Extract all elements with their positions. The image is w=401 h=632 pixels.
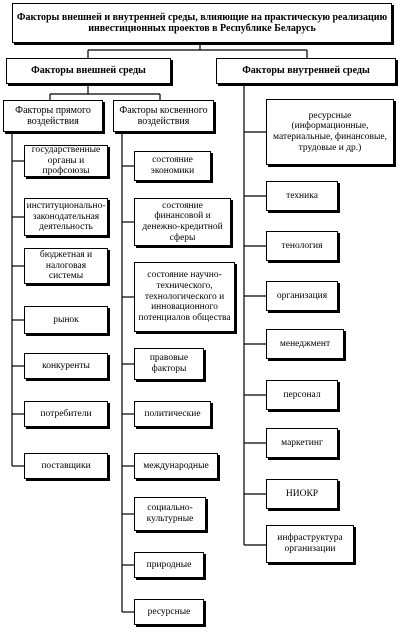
indirect-item-text: природные: [146, 559, 192, 570]
indirect-item-text: международные: [143, 460, 209, 471]
indirect-item: состояние научно-технического, технологи…: [134, 262, 235, 332]
internal-item: инфраструктура организации: [266, 525, 354, 563]
direct-item-text: конкуренты: [42, 360, 90, 371]
direct-item: поставщики: [24, 453, 108, 479]
internal-item-text: НИОКР: [285, 488, 319, 499]
direct-factors-box: Факторы прямого воздействия: [3, 100, 103, 132]
diagram-title-text: Факторы внешней и внутренней среды, влия…: [16, 11, 388, 35]
direct-item-text: рынок: [53, 314, 79, 325]
internal-item-text: менеджмент: [279, 338, 331, 349]
internal-item: техника: [266, 181, 338, 211]
external-factors-label: Факторы внешней среды: [31, 65, 146, 77]
direct-factors-label: Факторы прямого воздействия: [15, 104, 91, 127]
internal-factors-label: Факторы внутренней среды: [242, 65, 370, 77]
internal-item: менеджмент: [266, 329, 344, 359]
indirect-item: политические: [134, 401, 211, 427]
internal-item: НИОКР: [266, 479, 338, 509]
internal-factors-box: Факторы внутренней среды: [216, 58, 396, 84]
external-factors-box: Факторы внешней среды: [6, 58, 171, 84]
direct-item: государственные органы и профсоюзы: [24, 145, 108, 177]
indirect-item: состояние экономики: [134, 151, 211, 181]
indirect-item-text: состояние финансовой и денежно-кредитной…: [142, 200, 223, 243]
internal-item: маркетинг: [266, 428, 338, 458]
internal-item: тенология: [266, 231, 338, 261]
internal-item-text: организация: [276, 290, 328, 301]
internal-item-text: маркетинг: [281, 437, 323, 448]
indirect-item-text: состояние научно-технического, технологи…: [138, 270, 231, 323]
indirect-item-text: политические: [144, 408, 201, 419]
direct-item-text: институционально-законодательная деятель…: [26, 201, 106, 233]
internal-item: ресурсные (информационные, материальные,…: [266, 99, 394, 165]
indirect-item: природные: [134, 552, 204, 578]
indirect-item-text: правовые факторы: [149, 353, 189, 374]
indirect-item: социально-культурные: [134, 497, 206, 531]
direct-item-text: бюджетная и налоговая системы: [39, 250, 93, 282]
indirect-item-text: состояние экономики: [150, 155, 195, 176]
direct-item-text: государственные органы и профсоюзы: [31, 145, 101, 177]
direct-item: бюджетная и налоговая системы: [24, 248, 108, 284]
indirect-item-text: ресурсные: [147, 606, 191, 617]
indirect-item: международные: [134, 453, 218, 479]
internal-item: организация: [266, 281, 338, 311]
indirect-item: правовые факторы: [134, 348, 204, 380]
indirect-item-text: социально-культурные: [146, 503, 194, 524]
internal-item-text: инфраструктура организации: [277, 533, 343, 554]
indirect-factors-box: Факторы косвенного воздействия: [113, 100, 214, 132]
direct-item: рынок: [24, 306, 108, 334]
diagram-title: Факторы внешней и внутренней среды, влия…: [12, 3, 392, 43]
direct-item-text: потребители: [40, 408, 92, 419]
internal-item-text: ресурсные (информационные, материальные,…: [273, 110, 387, 153]
direct-item-text: поставщики: [41, 460, 91, 471]
internal-item-text: тенология: [281, 240, 323, 251]
direct-item: конкуренты: [24, 353, 108, 379]
internal-item-text: техника: [286, 190, 318, 201]
direct-item: потребители: [24, 401, 108, 427]
direct-item: институционально-законодательная деятель…: [24, 198, 108, 236]
indirect-item: ресурсные: [134, 599, 204, 625]
internal-item-text: персонал: [283, 389, 321, 400]
indirect-item: состояние финансовой и денежно-кредитной…: [134, 198, 231, 246]
internal-item: персонал: [266, 380, 338, 410]
indirect-factors-label: Факторы косвенного воздействия: [119, 104, 208, 127]
